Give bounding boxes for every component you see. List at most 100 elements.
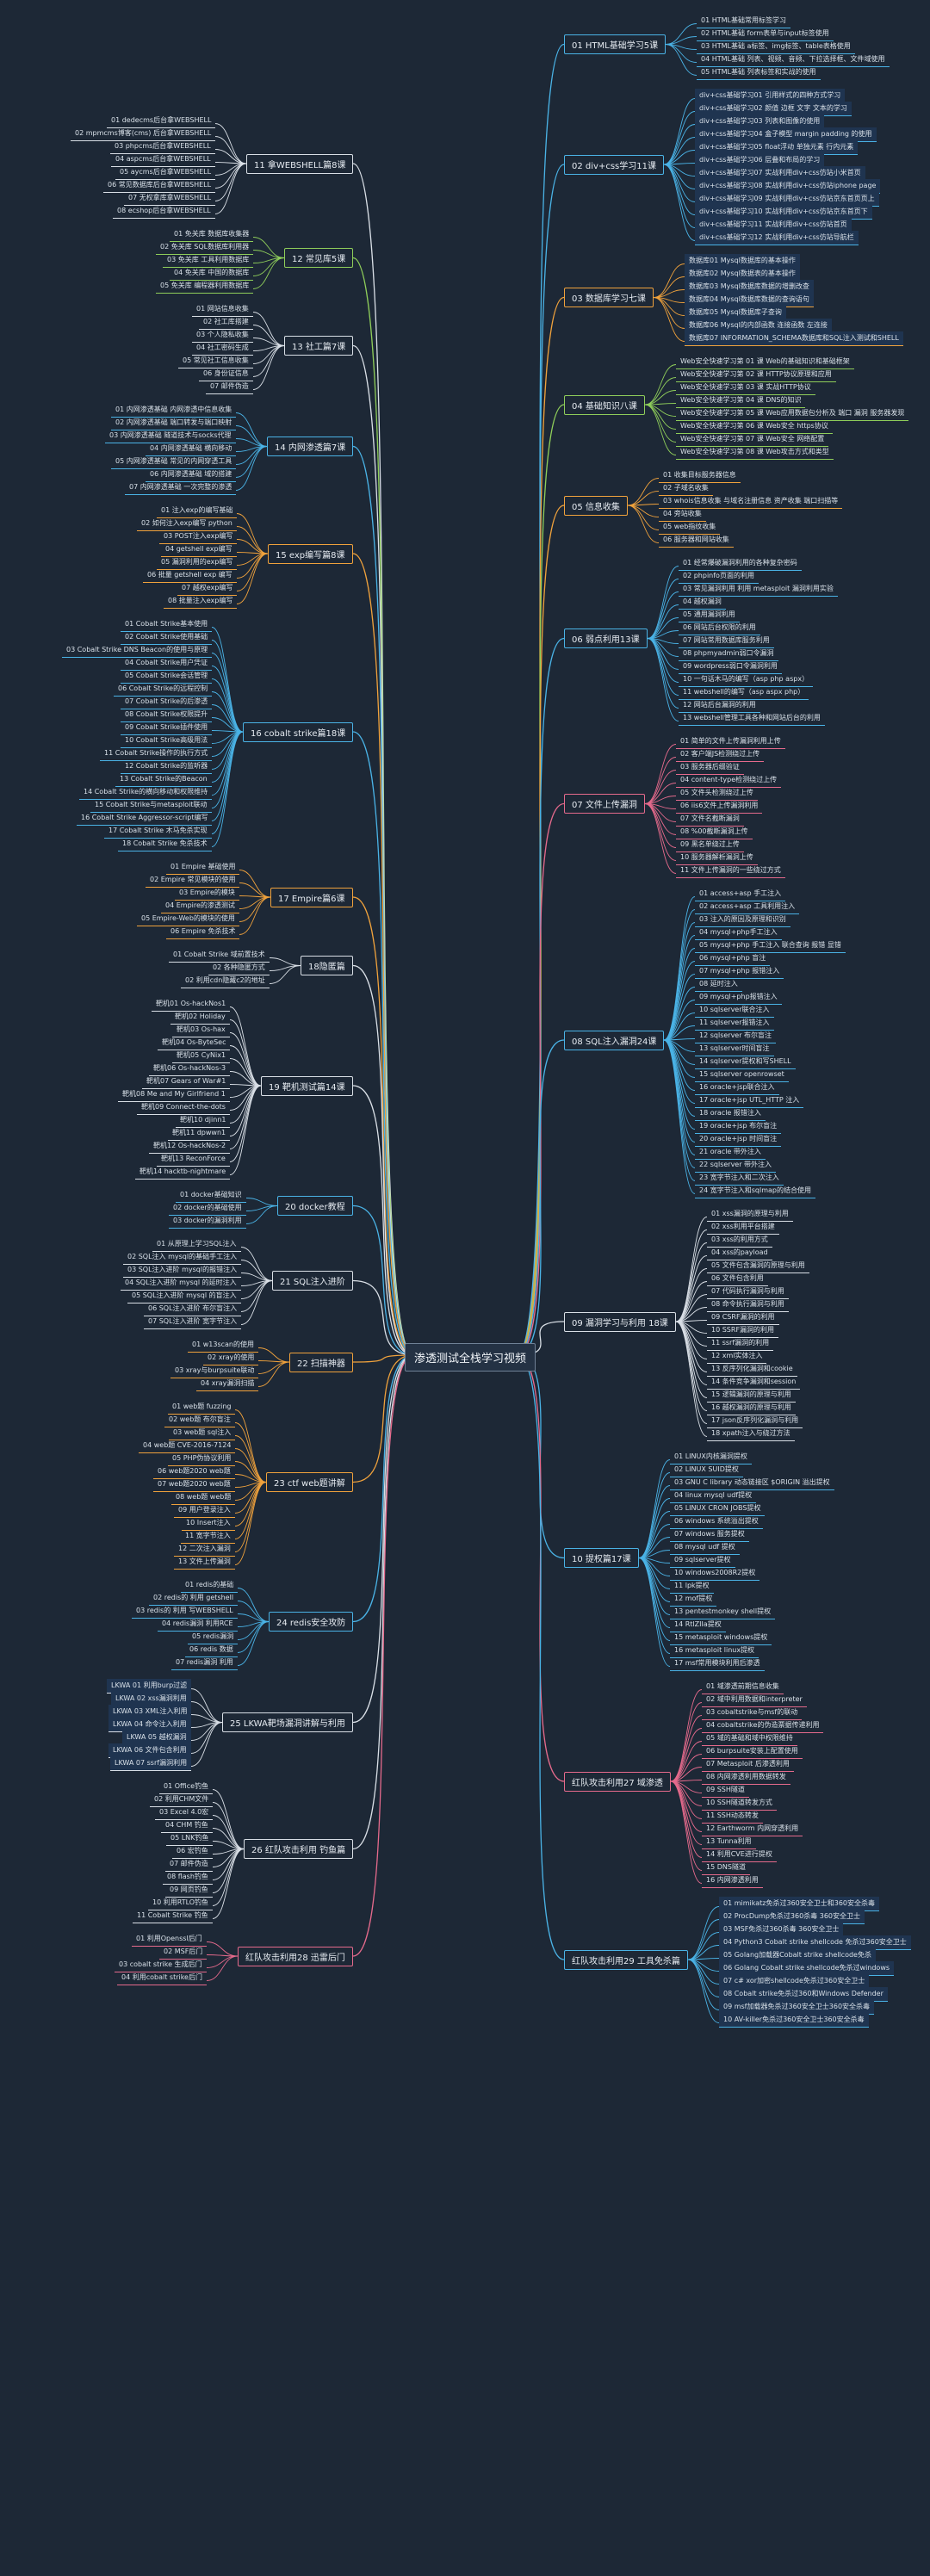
leaf-item[interactable]: 03 web题 sql注入 [169, 1426, 236, 1440]
leaf-item[interactable]: 16 metasploit linux提权 [670, 1644, 760, 1658]
leaf-item[interactable]: 18 xpath注入与绕过方法 [707, 1427, 795, 1441]
leaf-item[interactable]: 靶机04 Os-ByteSec [158, 1036, 231, 1050]
leaf-item[interactable]: 11 Cobalt Strike操作的执行方式 [100, 746, 213, 761]
leaf-item[interactable]: 04 xss的payload [707, 1246, 772, 1260]
leaf-item[interactable]: 20 oracle+jsp 时间盲注 [695, 1132, 782, 1147]
leaf-item[interactable]: 04 社工密码生成 [192, 341, 253, 356]
leaf-item[interactable]: 17 Cobalt Strike 木马免杀实现 [104, 824, 212, 839]
leaf-item[interactable]: 靶机11 dpwwn1 [168, 1126, 231, 1141]
branch-right-6[interactable]: 06 弱点利用13课 [564, 629, 648, 648]
leaf-item[interactable]: 01 Cobalt Strike 域前置技术 [169, 948, 270, 963]
leaf-item[interactable]: 02 子域名收集 [659, 481, 713, 496]
leaf-item[interactable]: 07 mysql+php 报错注入 [695, 964, 784, 979]
branch-left-7[interactable]: 17 Empire篇6课 [270, 887, 353, 907]
leaf-item[interactable]: 靶机01 Os-hackNos1 [152, 997, 231, 1012]
leaf-item[interactable]: 02 免关库 SQL数据库利用器 [156, 240, 254, 255]
leaf-item[interactable]: 14 利用CVE进行提权 [702, 1848, 777, 1862]
branch-right-9[interactable]: 09 漏洞学习与利用 18课 [564, 1311, 676, 1332]
leaf-item[interactable]: 13 文件上传漏洞 [174, 1555, 235, 1570]
leaf-item[interactable]: 03 常见漏洞利用 利用 metasploit 漏洞利用实验 [679, 582, 838, 597]
leaf-item[interactable]: Web安全快速学习第 01 课 Web的基础知识和基础框架 [676, 355, 854, 369]
leaf-item[interactable]: 02 xray的使用 [203, 1351, 259, 1365]
leaf-item[interactable]: 14 RtlZIIa提权 [670, 1618, 726, 1632]
leaf-item[interactable]: 06 网站后台权限的利用 [679, 621, 760, 635]
leaf-item[interactable]: 13 反序列化漏洞和cookie [707, 1362, 797, 1377]
leaf-item[interactable]: 03 注入的原因及原理和识别 [695, 913, 790, 927]
leaf-item[interactable]: 03 cobaltstrike与msf的联动 [702, 1706, 803, 1720]
leaf-item[interactable]: 05 Empire-Web的模块的使用 [137, 912, 239, 926]
leaf-item[interactable]: 01 Empire 基础使用 [166, 860, 240, 875]
leaf-item[interactable]: 01 从原理上学习SQL注入 [152, 1237, 241, 1252]
leaf-item[interactable]: 06 mysql+php 盲注 [695, 951, 771, 966]
leaf-item[interactable]: 05 域的基础和域中权限维持 [702, 1731, 797, 1746]
leaf-item[interactable]: 靶机03 Os-hax [172, 1023, 230, 1037]
leaf-item[interactable]: 03 xss的利用方式 [707, 1233, 772, 1248]
leaf-item[interactable]: 14 条件竞争漏洞和session [707, 1375, 801, 1390]
leaf-item[interactable]: 04 利用cobalt strike后门 [117, 1971, 207, 1985]
leaf-item[interactable]: 11 lpk提权 [670, 1579, 714, 1594]
leaf-item[interactable]: 17 json反序列化漏洞与利用 [707, 1414, 803, 1428]
leaf-item[interactable]: 04 内网渗透基础 横向移动 [146, 442, 237, 456]
leaf-item[interactable]: 06 内网渗透基础 域的搭建 [146, 468, 237, 482]
leaf-item[interactable]: 01 Cobalt Strike基本使用 [121, 617, 213, 632]
branch-left-15[interactable]: 25 LKWA靶场漏洞讲解与利用 [222, 1712, 353, 1732]
leaf-item[interactable]: 01 HTML基础常用标签学习 [697, 14, 790, 28]
leaf-item[interactable]: 01 利用Openssl后门 [132, 1932, 207, 1947]
leaf-item[interactable]: 07 无权拿库拿WEBSHELL [124, 191, 216, 206]
leaf-item[interactable]: 21 oracle 带外注入 [695, 1145, 766, 1160]
leaf-item[interactable]: 01 网站信息收集 [192, 302, 253, 317]
leaf-item[interactable]: 23 宽字节注入和二次注入 [695, 1171, 784, 1186]
leaf-item[interactable]: 07 邮件伪造 [165, 1857, 213, 1872]
leaf-item[interactable]: 03 cobalt strike 生成后门 [115, 1958, 207, 1972]
branch-left-16[interactable]: 26 红队攻击利用 钓鱼篇 [244, 1839, 354, 1859]
branch-right-1[interactable]: 01 HTML基础学习5课 [564, 34, 666, 54]
leaf-item[interactable]: 02 web题 布尔盲注 [164, 1413, 235, 1427]
leaf-item[interactable]: 08 mysql udf 提权 [670, 1540, 740, 1555]
leaf-item[interactable]: 04 mysql+php手工注入 [695, 926, 782, 940]
leaf-item[interactable]: 09 wordpress弱口令漏洞利用 [679, 659, 782, 674]
leaf-item[interactable]: 01 域渗透前期信息收集 [702, 1680, 784, 1694]
leaf-item[interactable]: 12 Cobalt Strike的监听器 [121, 759, 213, 774]
leaf-item[interactable]: 01 注入exp的编写基础 [157, 504, 238, 518]
leaf-item[interactable]: 05 漏洞利用的exp编写 [157, 555, 238, 570]
leaf-item[interactable]: 13 pentestmonkey shell提权 [670, 1605, 776, 1619]
branch-left-1[interactable]: 11 拿WEBSHELL篇8课 [246, 153, 354, 174]
leaf-item[interactable]: 10 一句话木马的编写（asp php aspx） [679, 672, 814, 687]
leaf-item[interactable]: LKWA 07 ssrf漏洞利用 [110, 1756, 192, 1771]
leaf-item[interactable]: 07 邮件伪造 [206, 380, 253, 394]
leaf-item[interactable]: 01 LINUX内核漏洞提权 [670, 1450, 752, 1464]
leaf-item[interactable]: 02 社工库搭建 [199, 315, 253, 330]
leaf-item[interactable]: 09 CSRF漏洞的利用 [707, 1310, 779, 1325]
leaf-item[interactable]: 22 sqlserver 带外注入 [695, 1158, 777, 1173]
leaf-item[interactable]: 13 webshell管理工具各种和网站后台的利用 [679, 711, 825, 726]
branch-right-7[interactable]: 07 文件上传漏洞 [564, 794, 645, 814]
leaf-item[interactable]: 11 Cobalt Strike 钓鱼 [133, 1909, 213, 1923]
leaf-item[interactable]: 13 sqlserver时间盲注 [695, 1042, 774, 1056]
leaf-item[interactable]: 靶机09 Connect-the-dots [137, 1100, 230, 1115]
leaf-item[interactable]: 靶机06 Os-hackNos-3 [149, 1062, 231, 1076]
leaf-item[interactable]: 05 PHP伪协议利用 [168, 1452, 236, 1466]
branch-left-10[interactable]: 20 docker教程 [277, 1196, 353, 1216]
leaf-item[interactable]: 03 个人隐私收集 [192, 328, 253, 343]
leaf-item[interactable]: 19 oracle+jsp 布尔盲注 [695, 1119, 782, 1134]
leaf-item[interactable]: 01 经常爆破漏洞利用的各种复杂密码 [679, 556, 802, 571]
branch-left-2[interactable]: 12 常见库5课 [284, 248, 354, 268]
leaf-item[interactable]: 12 网站后台漏洞的利用 [679, 698, 760, 713]
leaf-item[interactable]: 12 sqlserver 布尔盲注 [695, 1029, 777, 1043]
branch-left-8[interactable]: 18隐匿篇 [301, 956, 353, 975]
branch-left-4[interactable]: 14 内网渗透篇7课 [267, 437, 354, 456]
branch-right-12[interactable]: 红队攻击利用29 工具免杀篇 [564, 1949, 688, 1970]
leaf-item[interactable]: 10 AV-killer免杀过360安全卫士360安全杀毒 [719, 2012, 869, 2028]
leaf-item[interactable]: 10 Insert注入 [182, 1516, 235, 1531]
leaf-item[interactable]: 04 cobaltstrike的伪造票据传递利用 [702, 1718, 824, 1733]
leaf-item[interactable]: 02 MSF后门 [159, 1945, 208, 1960]
leaf-item[interactable]: 06 web题2020 web题 [153, 1464, 235, 1479]
leaf-item[interactable]: 12 mof提权 [670, 1592, 717, 1607]
leaf-item[interactable]: 02 如何注入exp编写 python [137, 517, 237, 531]
leaf-item[interactable]: 01 内网渗透基础 内网渗透中信息收集 [111, 403, 237, 418]
leaf-item[interactable]: 03 HTML基础 a标签、img标签、table表格使用 [697, 40, 855, 54]
leaf-item[interactable]: 15 逻辑漏洞的原理与利用 [707, 1388, 796, 1403]
leaf-item[interactable]: 靶机08 Me and My Girlfriend 1 [118, 1087, 230, 1102]
leaf-item[interactable]: 04 xray漏洞扫描 [196, 1377, 259, 1391]
leaf-item[interactable]: 03 redis的 利用 写WEBSHELL [132, 1604, 238, 1619]
